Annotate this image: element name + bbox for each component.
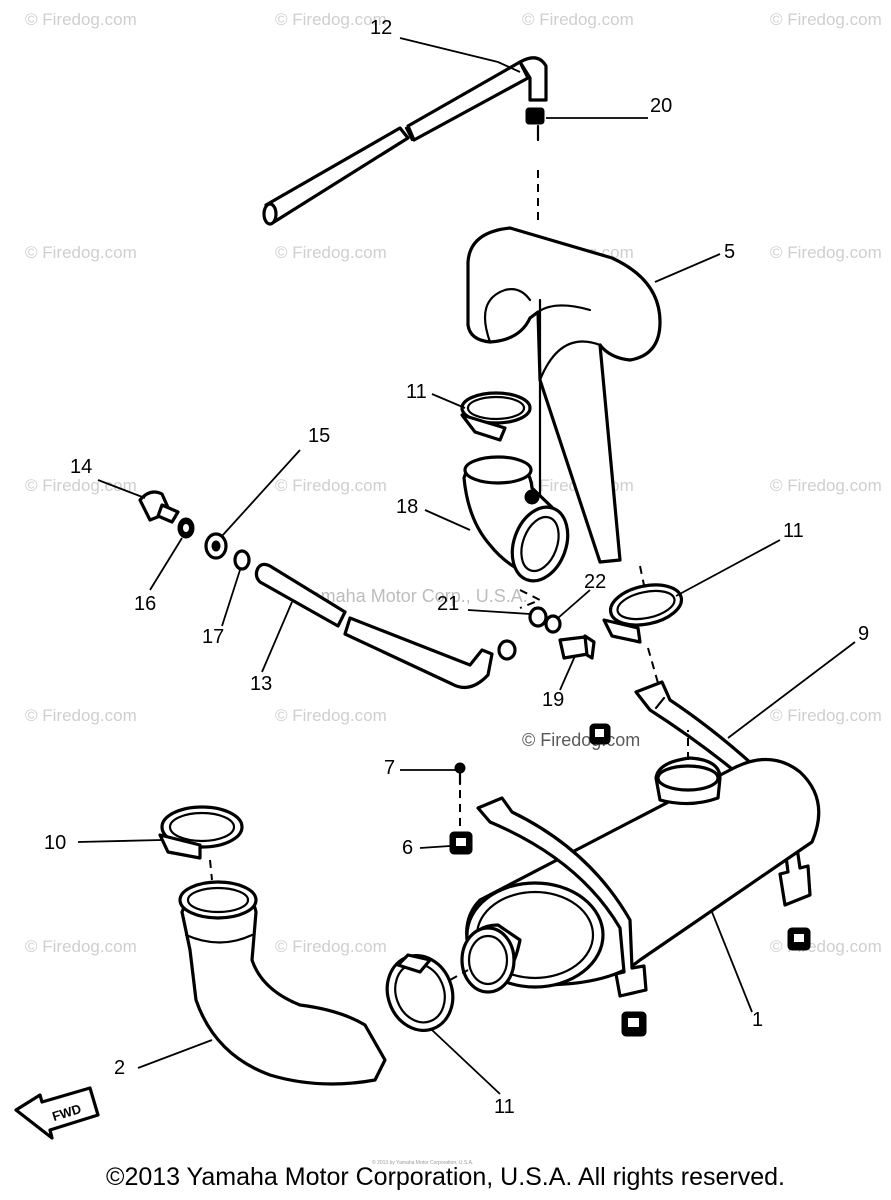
watermark: © Firedog.com bbox=[25, 476, 137, 495]
nut-bottom bbox=[621, 1011, 647, 1037]
callout-22: 22 bbox=[584, 571, 607, 593]
callout-11-right: 11 bbox=[783, 520, 804, 542]
callout-5: 5 bbox=[724, 241, 736, 263]
watermark: © Firedog.com bbox=[25, 937, 137, 956]
part-2-exhaust-pipe bbox=[178, 880, 387, 1086]
callout-7: 7 bbox=[384, 757, 396, 779]
part-15-washer bbox=[204, 532, 228, 560]
fine-print: © 2013 by Yamaha Motor Corporation, U.S.… bbox=[372, 1160, 474, 1166]
copyright-footer: ©2013 Yamaha Motor Corporation, U.S.A. A… bbox=[106, 1163, 785, 1191]
watermark: © Firedog.com bbox=[522, 730, 641, 750]
watermark: © Firedog.com bbox=[770, 706, 882, 725]
nut-right bbox=[787, 927, 811, 951]
part-9-strap-front bbox=[476, 796, 648, 998]
part-12-breather-hose bbox=[262, 56, 548, 226]
callout-19: 19 bbox=[542, 689, 565, 711]
watermark: © Firedog.com bbox=[25, 706, 137, 725]
callout-2: 2 bbox=[114, 1057, 126, 1079]
callout-1: 1 bbox=[752, 1009, 764, 1031]
watermark: © Firedog.com bbox=[275, 937, 387, 956]
part-11-clamp-right bbox=[602, 583, 684, 644]
watermark: © Firedog.com bbox=[25, 243, 137, 262]
callout-15: 15 bbox=[308, 425, 331, 447]
watermark: © Firedog.com bbox=[275, 10, 387, 29]
callout-9: 9 bbox=[858, 623, 870, 645]
part-13-hose bbox=[254, 562, 517, 690]
part-10-clamp bbox=[158, 805, 244, 881]
callout-11-top: 11 bbox=[406, 381, 427, 403]
part-5-joint-pipe bbox=[466, 226, 662, 564]
watermark: © Firedog.com bbox=[770, 476, 882, 495]
watermark: © Firedog.com bbox=[275, 476, 387, 495]
watermark: © Firedog.com bbox=[770, 243, 882, 262]
watermark: © Firedog.com bbox=[770, 10, 882, 29]
callout-17: 17 bbox=[202, 626, 225, 648]
callout-13: 13 bbox=[250, 673, 273, 695]
leader-lines bbox=[77, 37, 856, 1095]
part-11-clamp-top bbox=[460, 391, 532, 442]
watermark-overlay: Yamaha Motor Corp., U.S.A. bbox=[300, 586, 528, 606]
callout-6: 6 bbox=[402, 837, 414, 859]
callout-10: 10 bbox=[44, 832, 67, 854]
nut-mid bbox=[589, 723, 611, 745]
watermark: © Firedog.com bbox=[275, 706, 387, 725]
watermark: © Firedog.com bbox=[25, 10, 137, 29]
callout-12: 12 bbox=[370, 17, 393, 39]
part-22-washer bbox=[544, 614, 562, 634]
callout-20: 20 bbox=[650, 95, 673, 117]
callout-11-bottom: 11 bbox=[494, 1096, 515, 1118]
part-6-nut bbox=[449, 831, 473, 855]
callout-16: 16 bbox=[134, 593, 157, 615]
part-17-ring bbox=[233, 549, 251, 571]
part-1-muffler bbox=[460, 730, 821, 994]
part-16-gasket bbox=[177, 517, 195, 539]
part-7-bolt bbox=[454, 762, 466, 826]
part-19-bolt bbox=[558, 634, 596, 660]
watermark: © Firedog.com bbox=[275, 243, 387, 262]
part-11-clamp-bottom bbox=[385, 953, 469, 1032]
part-18-elbow bbox=[462, 455, 570, 583]
part-21-washer bbox=[528, 606, 548, 628]
watermark: © Firedog.com bbox=[522, 10, 634, 29]
part-14-fitting bbox=[138, 490, 180, 524]
part-20-clip bbox=[525, 107, 545, 142]
callout-21: 21 bbox=[437, 593, 460, 615]
callout-18: 18 bbox=[396, 496, 419, 518]
callout-14: 14 bbox=[70, 456, 93, 478]
fwd-arrow-icon bbox=[14, 1086, 100, 1140]
